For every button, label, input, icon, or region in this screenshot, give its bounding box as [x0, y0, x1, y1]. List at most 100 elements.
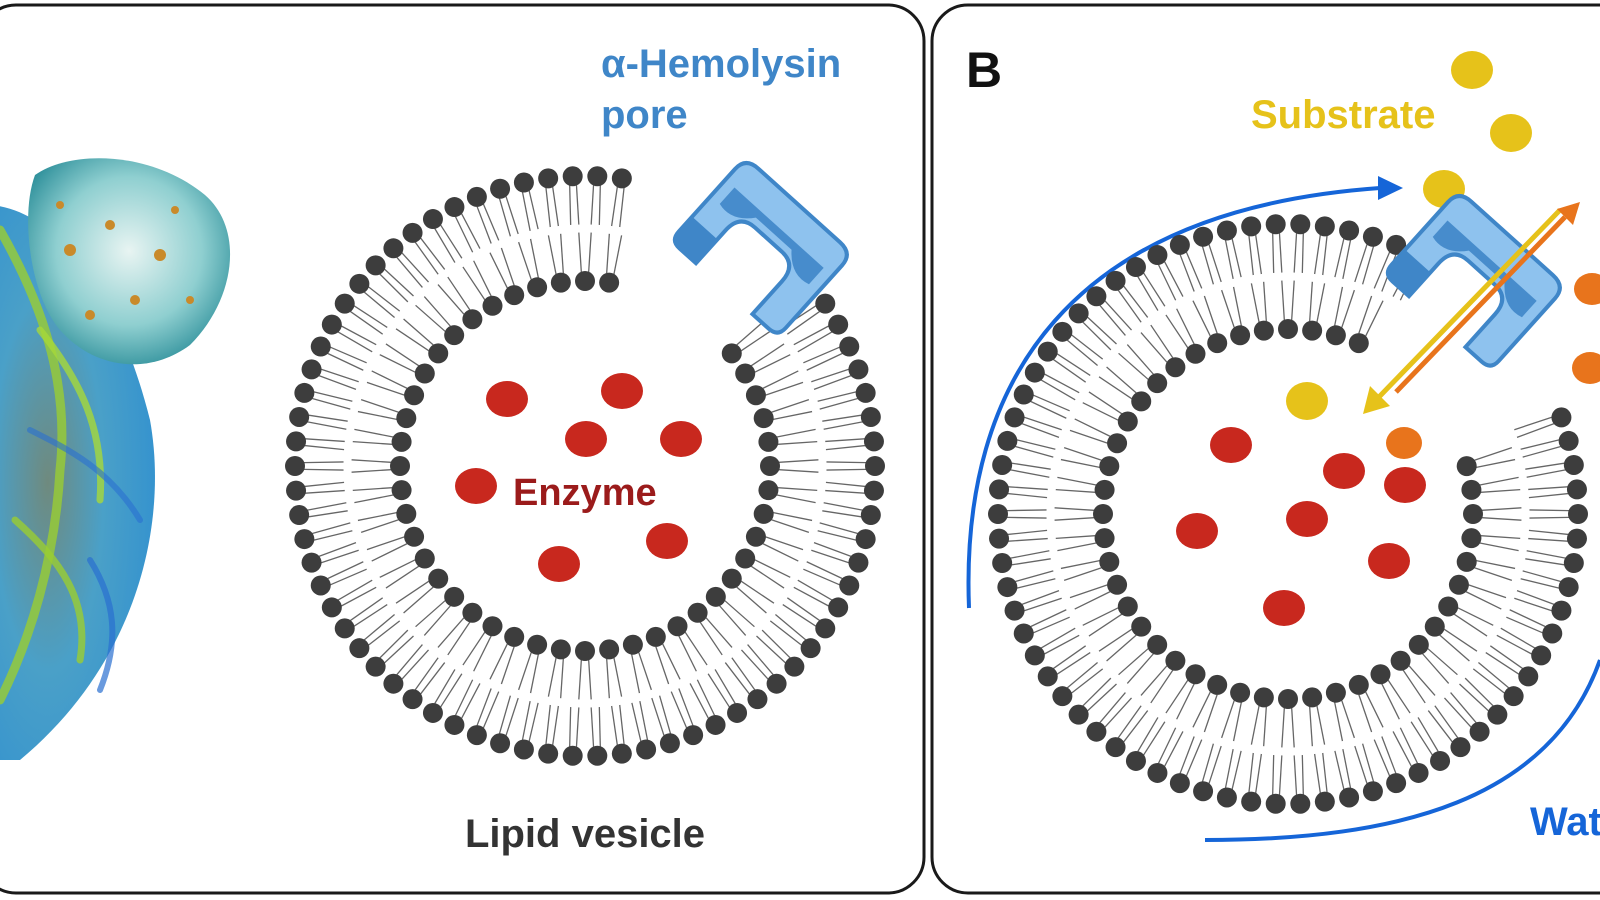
- lipid-tail: [371, 543, 408, 562]
- lipid-headgroup: [422, 209, 443, 230]
- lipid-headgroup: [705, 714, 726, 735]
- lipid-tail: [517, 241, 532, 280]
- lipid-tail: [1163, 731, 1184, 767]
- lipid-tail: [1373, 739, 1391, 777]
- lipid-tail: [826, 468, 866, 471]
- lipid-tail: [1056, 652, 1091, 675]
- lipid-headgroup: [683, 725, 704, 746]
- lipid-tail: [415, 600, 446, 628]
- lipid-tail: [1201, 246, 1215, 285]
- lipid-tail: [313, 391, 353, 402]
- lipid-headgroup: [1107, 574, 1128, 595]
- lipid-tail: [352, 441, 393, 445]
- lipid-tail: [1011, 558, 1051, 566]
- lipid-headgroup: [285, 456, 305, 476]
- lipid-tail: [1361, 743, 1375, 782]
- lipid-headgroup: [562, 745, 583, 766]
- lipid-tail: [1427, 710, 1453, 743]
- lipid-tail: [740, 328, 775, 352]
- lipid-tail: [379, 559, 416, 578]
- lipid-tail: [1104, 697, 1133, 728]
- lipid-headgroup: [538, 168, 559, 189]
- lipid-tail: [1313, 234, 1321, 275]
- lipid-headgroup: [1302, 320, 1323, 341]
- lipid-tail: [1381, 736, 1397, 774]
- lipid-tail: [437, 284, 465, 315]
- lipid-headgroup: [1461, 479, 1482, 500]
- lipid-tail: [1434, 705, 1459, 739]
- lipid-tail: [357, 512, 397, 522]
- lipid-tail: [1506, 616, 1543, 634]
- lipid-tail: [776, 428, 816, 438]
- lipid-tail: [1150, 324, 1174, 359]
- enzyme: [565, 421, 607, 457]
- lipid-tail: [610, 186, 618, 227]
- lipid-tail: [379, 354, 416, 373]
- lipid-tail: [811, 368, 850, 383]
- lipid-tail: [819, 522, 858, 535]
- lipid-headgroup: [286, 431, 307, 452]
- lipid-tail: [1179, 254, 1195, 292]
- lipid-headgroup: [1169, 773, 1190, 794]
- lipid-tail: [1520, 578, 1560, 589]
- lipid-tail: [740, 580, 775, 604]
- lipid-tail: [1052, 645, 1087, 670]
- lipid-tail: [1010, 550, 1050, 559]
- lipid-headgroup: [490, 733, 511, 754]
- lipid-headgroup: [294, 529, 315, 550]
- lipid-tail: [773, 410, 813, 420]
- lipid-tail: [437, 617, 465, 648]
- lipid-tail: [1457, 607, 1494, 626]
- lipid-tail: [1176, 308, 1195, 345]
- lipid-headgroup: [1207, 333, 1228, 354]
- lipid-tail: [1248, 752, 1254, 793]
- lipid-tail: [1023, 597, 1062, 612]
- lipid-tail: [756, 635, 786, 664]
- hemolysin-pore-icon: [1385, 194, 1562, 368]
- lipid-headgroup: [310, 336, 331, 357]
- lipid-tail: [699, 621, 723, 656]
- lipid-headgroup: [301, 359, 322, 380]
- lipid-tail: [670, 691, 688, 729]
- lipid-headgroup: [828, 314, 849, 335]
- lipid-tail: [1082, 402, 1119, 421]
- lipid-tail: [1509, 609, 1546, 628]
- lipid-tail: [825, 444, 866, 451]
- lipid-tail: [379, 273, 409, 303]
- lipid-tail: [1192, 300, 1211, 337]
- lipid-headgroup: [349, 273, 370, 294]
- lipid-headgroup: [1362, 781, 1383, 802]
- lipid-tail: [1069, 429, 1108, 444]
- lipid-tail: [797, 579, 833, 601]
- lipid-tail: [434, 228, 456, 263]
- lipid-headgroup: [735, 363, 756, 384]
- lipid-tail: [308, 414, 348, 422]
- lipid-tail: [714, 669, 736, 704]
- panel-a-frame: [0, 3, 926, 895]
- lipid-tail: [658, 695, 672, 734]
- lipid-tail: [1354, 745, 1368, 784]
- lipid-tail: [651, 697, 665, 736]
- lipid-headgroup: [839, 336, 860, 357]
- lipid-tail: [1099, 692, 1126, 724]
- lipid-tail: [1316, 283, 1326, 323]
- lipid-tail: [313, 530, 353, 541]
- lipid-headgroup: [365, 255, 386, 276]
- lipid-tail: [354, 494, 394, 504]
- lipid-tail: [569, 185, 572, 225]
- lipid-tail: [1099, 304, 1126, 336]
- lipid-tail: [1465, 591, 1502, 610]
- lipid-tail: [337, 331, 373, 353]
- lipid-tail: [765, 381, 804, 396]
- lipid-headgroup: [391, 431, 412, 452]
- lipid-headgroup: [1004, 600, 1025, 621]
- lipid-tail: [776, 494, 816, 504]
- lipid-tail: [1040, 627, 1076, 649]
- lipid-tail: [498, 695, 512, 734]
- lipid-tail: [696, 679, 716, 716]
- lipid-headgroup: [1241, 216, 1262, 237]
- enzyme: [1263, 590, 1305, 626]
- lipid-headgroup: [760, 456, 780, 476]
- lipid-tail: [1118, 352, 1149, 380]
- lipid-headgroup: [289, 406, 310, 427]
